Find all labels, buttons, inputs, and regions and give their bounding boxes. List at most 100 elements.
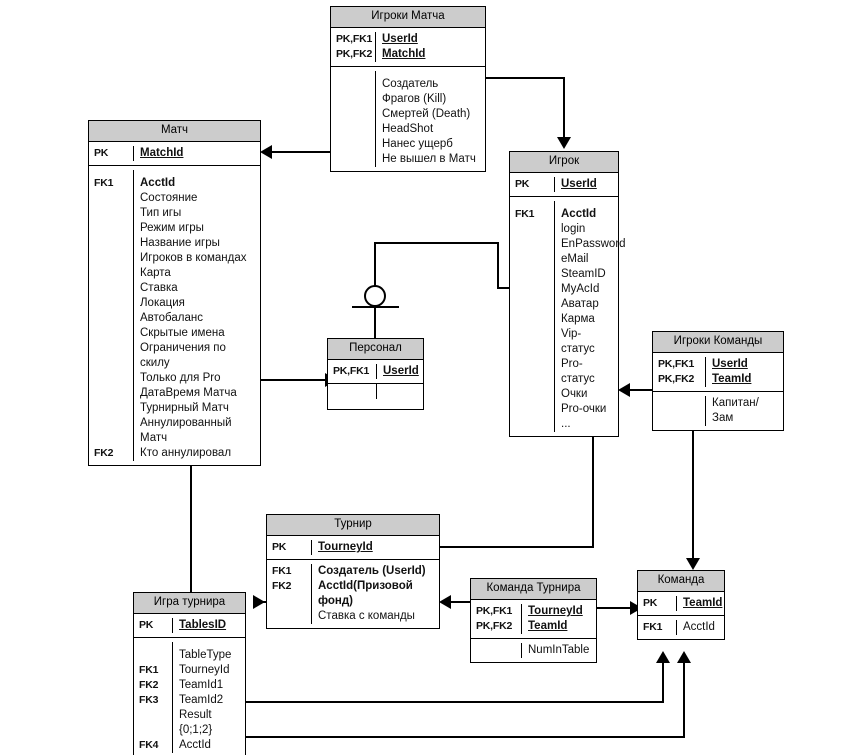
connector-matchplayers-player-h — [484, 77, 565, 79]
field-key: PK — [94, 147, 109, 159]
connector-matchplayers-match — [262, 151, 334, 153]
entity-personnel[interactable]: Персонал PK,FK1 UserId — [327, 338, 424, 410]
field-name: UserId — [376, 364, 423, 379]
field-row: login — [510, 222, 618, 237]
field-row: ДатаВремя Матча — [89, 386, 260, 401]
connector-teamplayers-team — [692, 425, 694, 559]
field-name: Vip-статус — [554, 327, 618, 357]
key-section-match-players: PK,FK1 UserId PK,FK2 MatchId — [331, 28, 485, 67]
field-name: login — [554, 222, 618, 237]
field-name: Игроков в командах — [133, 251, 260, 266]
entity-title-tournament-game: Игра турнира — [134, 593, 245, 614]
field-row: PK UserId — [510, 177, 618, 192]
field-key: PK,FK2 — [476, 620, 513, 632]
field-row: Карма — [510, 312, 618, 327]
arrowhead-team-top — [686, 558, 700, 570]
field-name: Капитан/Зам — [705, 396, 783, 426]
field-row: Аннулированный Матч — [89, 416, 260, 446]
connector-tournamentteam-tournament — [441, 601, 473, 603]
field-name: SteamID — [554, 267, 618, 282]
field-name: Ставка — [133, 281, 260, 296]
key-section-tournament: PK TourneyId — [267, 536, 439, 560]
entity-tournament-team[interactable]: Команда Турнира PK,FK1 TourneyId PK,FK2 … — [470, 578, 597, 663]
entity-title-match: Матч — [89, 121, 260, 142]
field-row: Карта — [89, 266, 260, 281]
field-name: TableType — [172, 648, 245, 663]
field-name: UserId — [554, 177, 618, 192]
field-key: FK1 — [272, 565, 292, 577]
field-name: Аватар — [554, 297, 618, 312]
field-row: PK TourneyId — [267, 540, 439, 555]
field-name: TourneyId — [172, 663, 245, 678]
field-key: PK,FK2 — [336, 48, 373, 60]
field-row: eMail — [510, 252, 618, 267]
field-key: PK,FK1 — [658, 358, 695, 370]
entity-team-players[interactable]: Игроки Команды PK,FK1 UserId PK,FK2 Team… — [652, 331, 784, 431]
entity-tournament-game[interactable]: Игра турнира PK TablesID TableType FK1 To… — [133, 592, 246, 755]
field-name: UserId — [375, 32, 485, 47]
field-name: TablesID — [172, 618, 245, 633]
field-name: TeamId — [705, 372, 783, 387]
field-name: EnPassword — [554, 237, 630, 252]
entity-match[interactable]: Матч PK MatchId FK1 AcctId Состояние Тип… — [88, 120, 261, 466]
key-section-tournament-team: PK,FK1 TourneyId PK,FK2 TeamId — [471, 600, 596, 639]
field-name: Автобаланс — [133, 311, 260, 326]
entity-team[interactable]: Команда PK TeamId FK1 AcctId — [637, 570, 725, 640]
field-key: FK1 — [94, 177, 114, 189]
entity-title-team-players: Игроки Команды — [653, 332, 783, 353]
connector-game-team-v2 — [683, 663, 685, 737]
field-row: SteamID — [510, 267, 618, 282]
field-name: Смертей (Death) — [375, 107, 485, 122]
field-row: Игроков в командах — [89, 251, 260, 266]
connector-player-personnel-h2 — [374, 242, 499, 244]
field-row: PK,FK2 TeamId — [653, 372, 783, 387]
field-name: TeamId — [521, 619, 596, 634]
connector-player-personnel-h1 — [497, 287, 511, 289]
field-name: Нанес ущерб — [375, 137, 485, 152]
arrowhead-match — [260, 145, 272, 159]
field-row: PK MatchId — [89, 146, 260, 161]
entity-title-team: Команда — [638, 571, 724, 592]
field-row: Pro-статус — [510, 357, 618, 387]
attr-section-match: FK1 AcctId Состояние Тип игы Режим игры … — [89, 166, 260, 465]
field-name: ДатаВремя Матча — [133, 386, 260, 401]
field-name: TeamId1 — [172, 678, 245, 693]
field-row: MyAcId — [510, 282, 618, 297]
connector-game-team-v1 — [662, 663, 664, 702]
field-name: Кто аннулировал — [133, 446, 260, 461]
field-row: Аватар — [510, 297, 618, 312]
field-row: Фрагов (Kill) — [331, 92, 485, 107]
field-name: Название игры — [133, 236, 260, 251]
field-row: Result {0;1;2} — [134, 708, 245, 738]
entity-title-tournament-team: Команда Турнира — [471, 579, 596, 600]
field-key: FK1 — [139, 664, 159, 676]
field-name: Ставка с команды — [311, 609, 439, 624]
arrowhead-team-bottom-1 — [656, 651, 670, 663]
entity-title-personnel: Персонал — [328, 339, 423, 360]
arrowhead-player-top — [557, 137, 571, 149]
field-name: TourneyId — [521, 604, 596, 619]
connector-game-team-h2 — [245, 736, 685, 738]
connector-teamplayers-player — [620, 389, 656, 391]
field-row: Смертей (Death) — [331, 107, 485, 122]
field-key: FK1 — [515, 208, 535, 220]
field-key: PK — [139, 619, 154, 631]
connector-tournament-player-h — [439, 546, 594, 548]
field-name: Создатель — [375, 77, 485, 92]
entity-match-players[interactable]: Игроки Матча PK,FK1 UserId PK,FK2 MatchI… — [330, 6, 486, 172]
arrowhead-tournament-left — [253, 595, 265, 609]
entity-title-player: Игрок — [510, 152, 618, 173]
field-name: Аннулированный Матч — [133, 416, 260, 446]
field-name: Result {0;1;2} — [172, 708, 245, 738]
field-key: PK,FK1 — [333, 365, 370, 377]
field-row: Автобаланс — [89, 311, 260, 326]
field-name: Карта — [133, 266, 260, 281]
